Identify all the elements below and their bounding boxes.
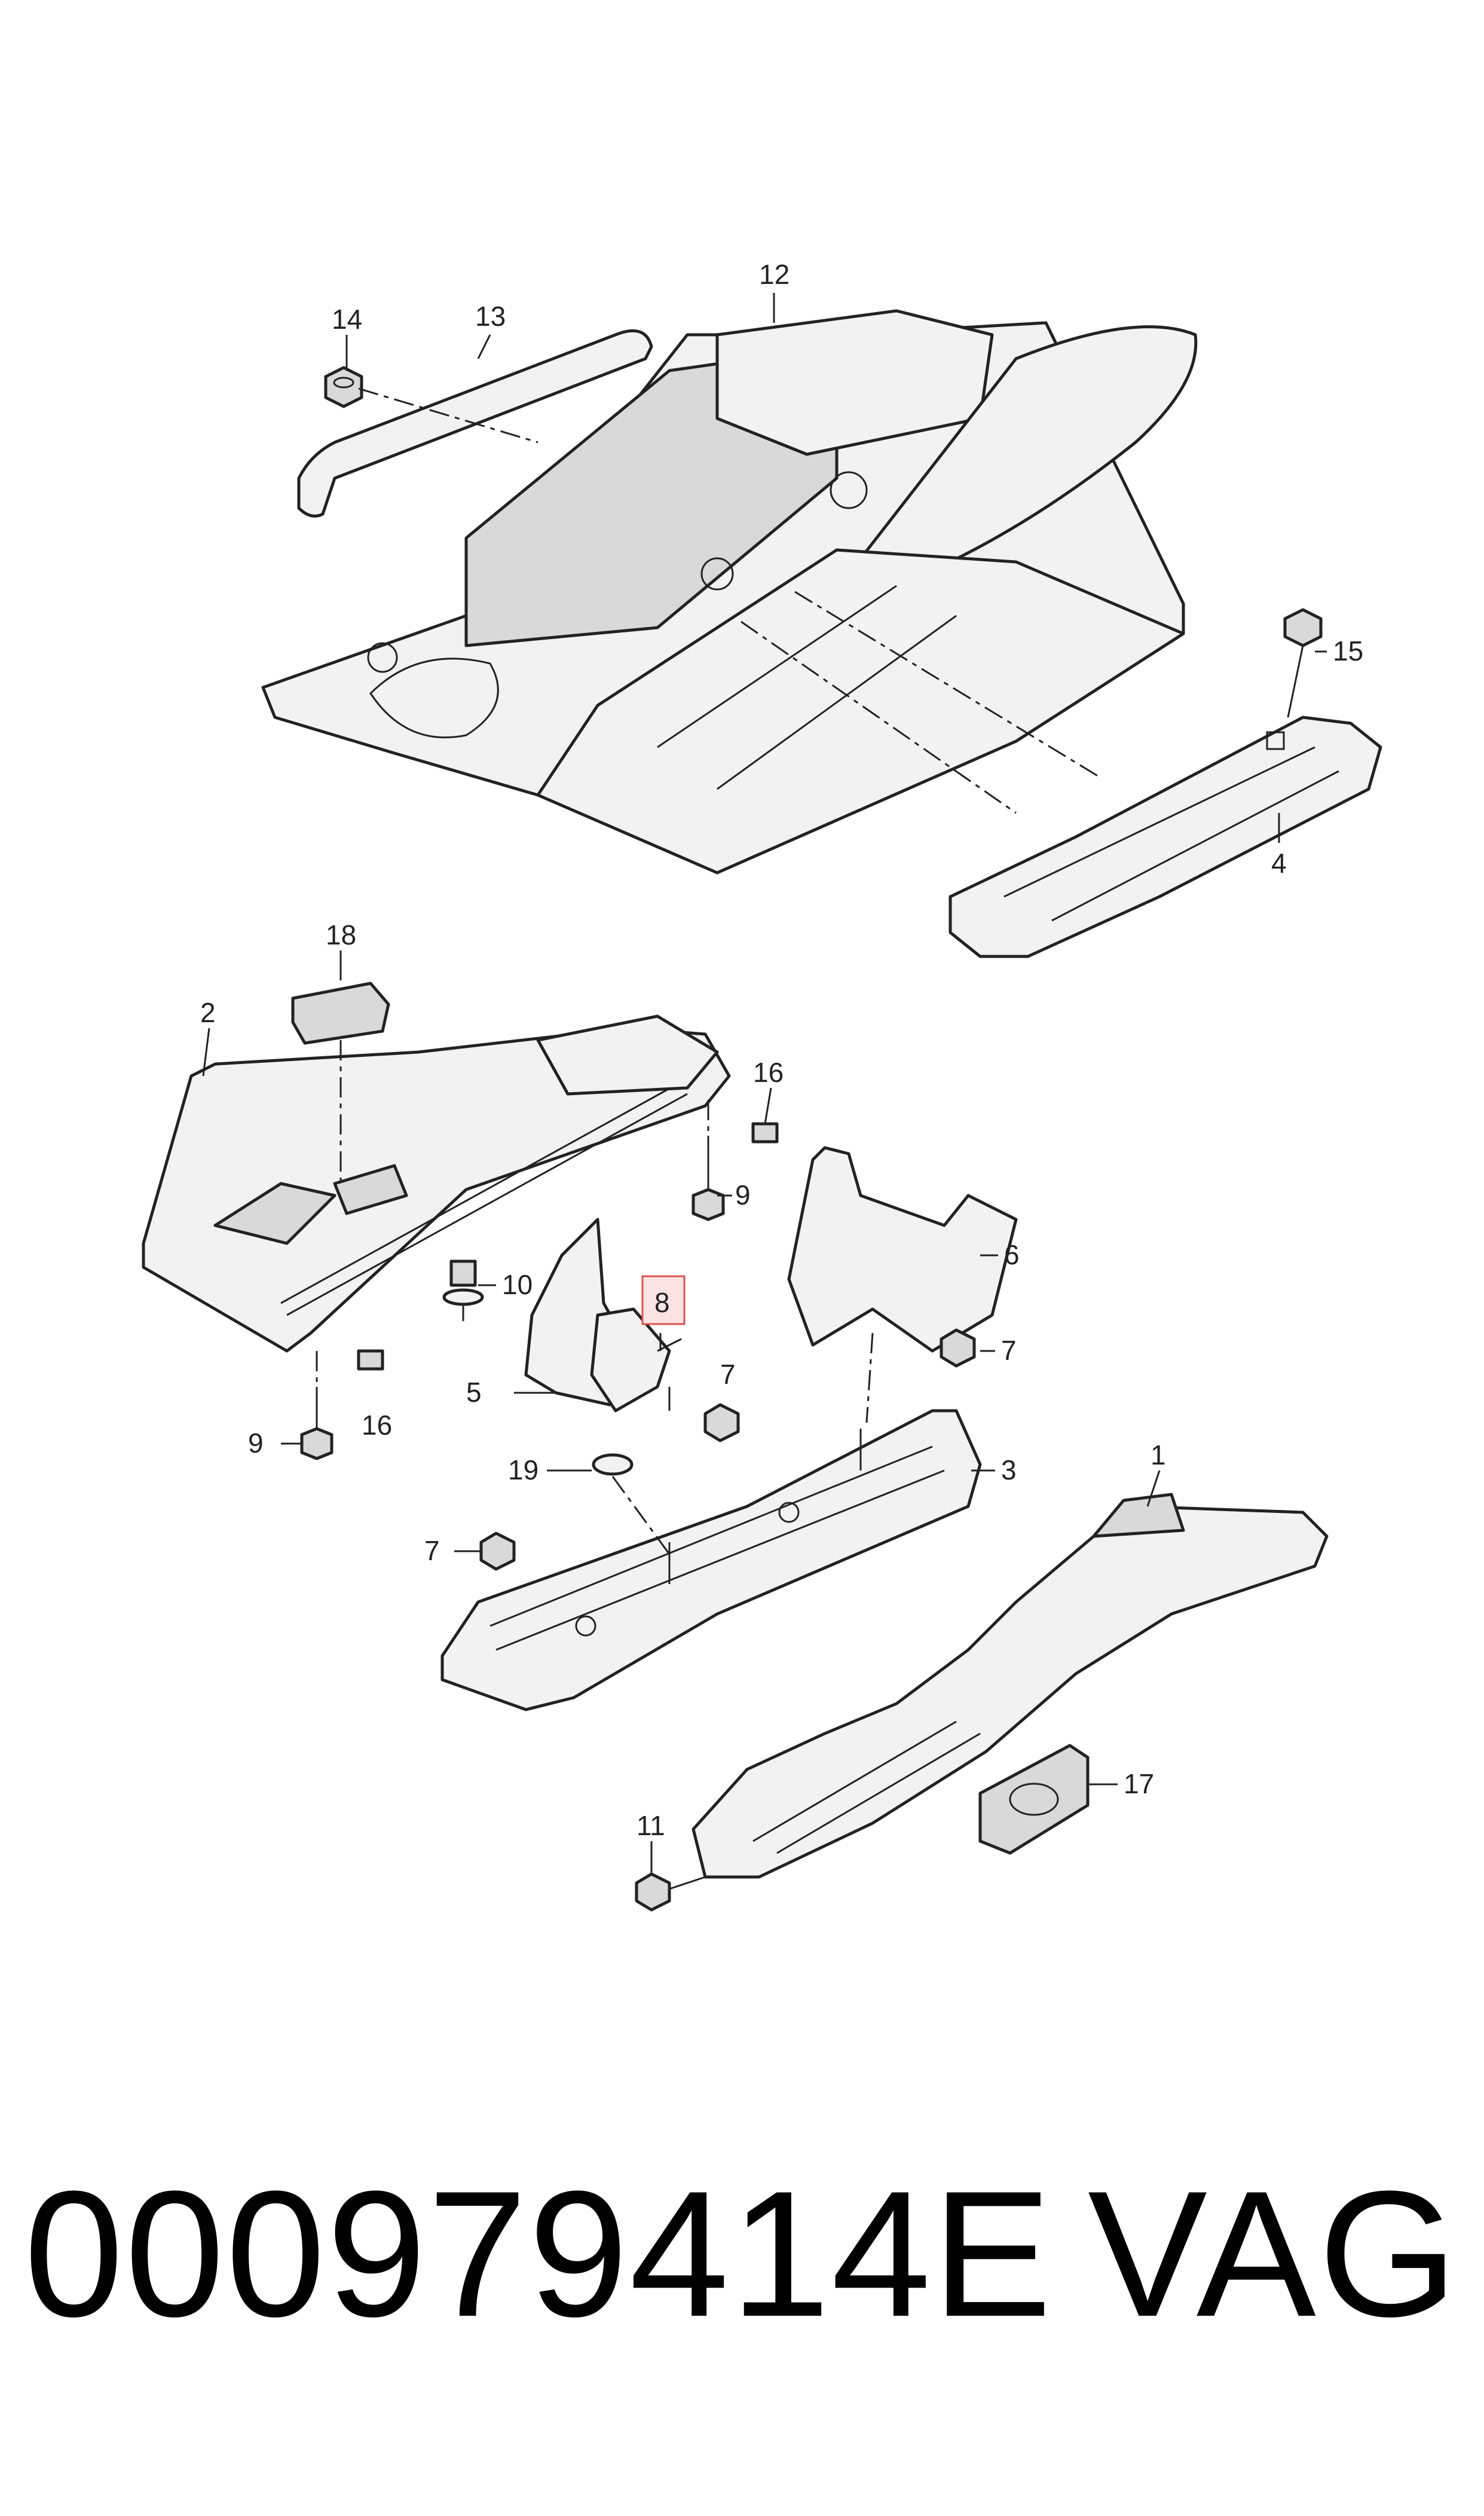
parts-exploded-diagram: 12 13 14 15 4 18 2 16 9 6 10 8 7 5 7 16 … <box>142 259 1382 1912</box>
part-2-frame <box>142 1014 731 1353</box>
callout-4[interactable]: 4 <box>1271 848 1287 879</box>
part-7-nut-c <box>479 1531 516 1571</box>
callout-3[interactable]: 3 <box>1001 1454 1017 1485</box>
callout-10[interactable]: 10 <box>502 1269 533 1300</box>
callout-labels: 12 13 14 15 4 18 2 16 9 6 10 8 7 5 7 16 … <box>200 259 1363 1841</box>
part-16-clip-upper <box>751 1122 779 1144</box>
callout-15[interactable]: 15 <box>1333 635 1363 667</box>
callout-1[interactable]: 1 <box>1151 1439 1166 1471</box>
part-6-bracket <box>787 1146 1018 1353</box>
callout-7-c[interactable]: 7 <box>424 1535 440 1566</box>
part-4-trim-panel <box>948 716 1382 958</box>
part-9-bolt-lower <box>300 1387 333 1460</box>
callout-9-lower[interactable]: 9 <box>248 1427 264 1459</box>
part-7-nut-b <box>703 1403 740 1442</box>
part-16-clip-lower <box>357 1349 384 1371</box>
callout-16-upper[interactable]: 16 <box>753 1057 784 1088</box>
part-3-lid <box>440 1409 982 1711</box>
part-14-nut <box>324 366 363 408</box>
part-8-actuator <box>590 1307 682 1413</box>
callout-9-upper[interactable]: 9 <box>735 1179 751 1210</box>
part-19-washer <box>592 1453 634 1476</box>
callout-6[interactable]: 6 <box>1004 1239 1020 1270</box>
callout-5[interactable]: 5 <box>466 1377 482 1408</box>
leader-lines <box>202 293 1327 1874</box>
airbag-tray-assembly <box>261 309 1198 875</box>
part-number: 000979414E <box>24 2153 1053 2354</box>
assembly-lines <box>316 387 1100 1555</box>
part-1-handle-assembly <box>691 1493 1329 1879</box>
callout-12[interactable]: 12 <box>759 259 790 290</box>
callout-11[interactable]: 11 <box>637 1810 665 1841</box>
callout-7-a[interactable]: 7 <box>1001 1335 1017 1366</box>
callout-16-lower[interactable]: 16 <box>362 1410 392 1441</box>
part-11-bolt <box>635 1872 706 1912</box>
callout-18[interactable]: 18 <box>326 919 356 950</box>
part-15-bolt <box>1283 608 1323 718</box>
callout-17[interactable]: 17 <box>1124 1768 1154 1799</box>
brand-label: VAG <box>1088 2153 1461 2354</box>
callout-8[interactable]: 8 <box>654 1287 670 1318</box>
callout-2[interactable]: 2 <box>200 997 216 1028</box>
part-17-switch <box>978 1744 1090 1855</box>
callout-13[interactable]: 13 <box>475 301 506 332</box>
callout-8-highlight <box>641 1275 686 1325</box>
callout-14[interactable]: 14 <box>332 304 362 335</box>
callout-19[interactable]: 19 <box>508 1454 538 1485</box>
footer: 000979414E VAG <box>0 2164 1484 2403</box>
part-7-nut-a <box>940 1328 976 1368</box>
part-9-bolt-upper <box>691 1136 725 1221</box>
callout-7-b[interactable]: 7 <box>720 1359 736 1390</box>
part-10-bolt <box>442 1259 484 1321</box>
